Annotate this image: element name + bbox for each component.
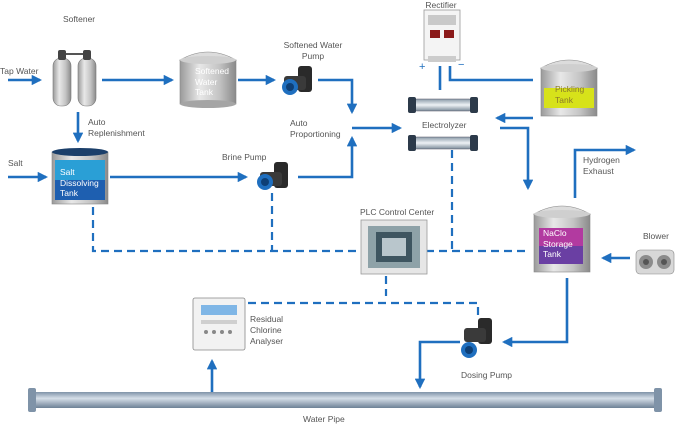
- softener-label: Softener: [63, 14, 96, 24]
- naclo-storage-tank-label: NaClo Storage Tank: [543, 228, 573, 259]
- dosing-to-pipe-arrow: [414, 340, 460, 390]
- analyser-to-dosing-signal: [248, 301, 480, 318]
- softened-water-pump-label: Softened Water Pump: [283, 40, 343, 61]
- softened-water-tank-icon: [178, 51, 238, 108]
- brine-pump-icon: [257, 162, 288, 190]
- salt-dissolving-tank-label: Salt Dissolving Tank: [60, 167, 99, 198]
- water-pipe-label: Water Pipe: [303, 414, 345, 424]
- electrolyzer-icon: [408, 97, 478, 151]
- storage-to-dosing-arrow: [501, 278, 569, 348]
- blower-icon: [635, 249, 675, 275]
- brine-pump-label: Brine Pump: [222, 152, 267, 162]
- tap-water-label: Tap Water: [0, 66, 39, 76]
- brine-feed-arrow: [298, 135, 358, 179]
- plc-control-center-label: PLC Control Center: [360, 207, 435, 217]
- softener-icon: [52, 50, 97, 107]
- minus-label: −: [458, 59, 465, 71]
- auto-replenishment-label: Auto Replenishment: [88, 117, 145, 138]
- pickling-tank-label: Pickling Tank: [555, 84, 585, 105]
- water-pipe-icon: [28, 388, 662, 412]
- salt-dissolving-tank-icon: [51, 148, 109, 205]
- auto-proportioning-label: Auto Proportioning: [290, 118, 341, 139]
- electrolyzer-label: Electrolyzer: [422, 120, 467, 130]
- rectifier-label: Rectifier: [425, 0, 457, 10]
- electrolyzer-to-storage-arrow: [500, 126, 534, 191]
- naclo-storage-tank-icon: [532, 205, 592, 273]
- plc-control-center-icon: [360, 219, 428, 275]
- hydrogen-exhaust-arrow: [573, 144, 637, 198]
- residual-chlorine-analyser-label: Residual Chlorine Analyser: [250, 314, 284, 346]
- salt-tank-signal: [91, 207, 362, 253]
- softened-water-pump-icon: [282, 66, 312, 95]
- flow-lines: [8, 66, 637, 393]
- hydrogen-exhaust-label: Hydrogen Exhaust: [583, 155, 620, 176]
- pickling-tank-icon: [539, 59, 599, 117]
- rectifier-icon: [423, 9, 461, 62]
- control-lines: [91, 150, 530, 318]
- rectifier-negative-lead: [448, 66, 533, 82]
- dosing-pump-icon: [461, 318, 492, 358]
- blower-label: Blower: [643, 231, 669, 241]
- dosing-pump-label: Dosing Pump: [461, 370, 513, 380]
- softened-water-tank-label: Softened Water Tank: [195, 66, 230, 97]
- plus-label: +: [419, 61, 426, 73]
- salt-label: Salt: [8, 158, 23, 168]
- softened-water-feed-arrow: [318, 78, 358, 115]
- chlorine-analyser-icon: [192, 297, 246, 351]
